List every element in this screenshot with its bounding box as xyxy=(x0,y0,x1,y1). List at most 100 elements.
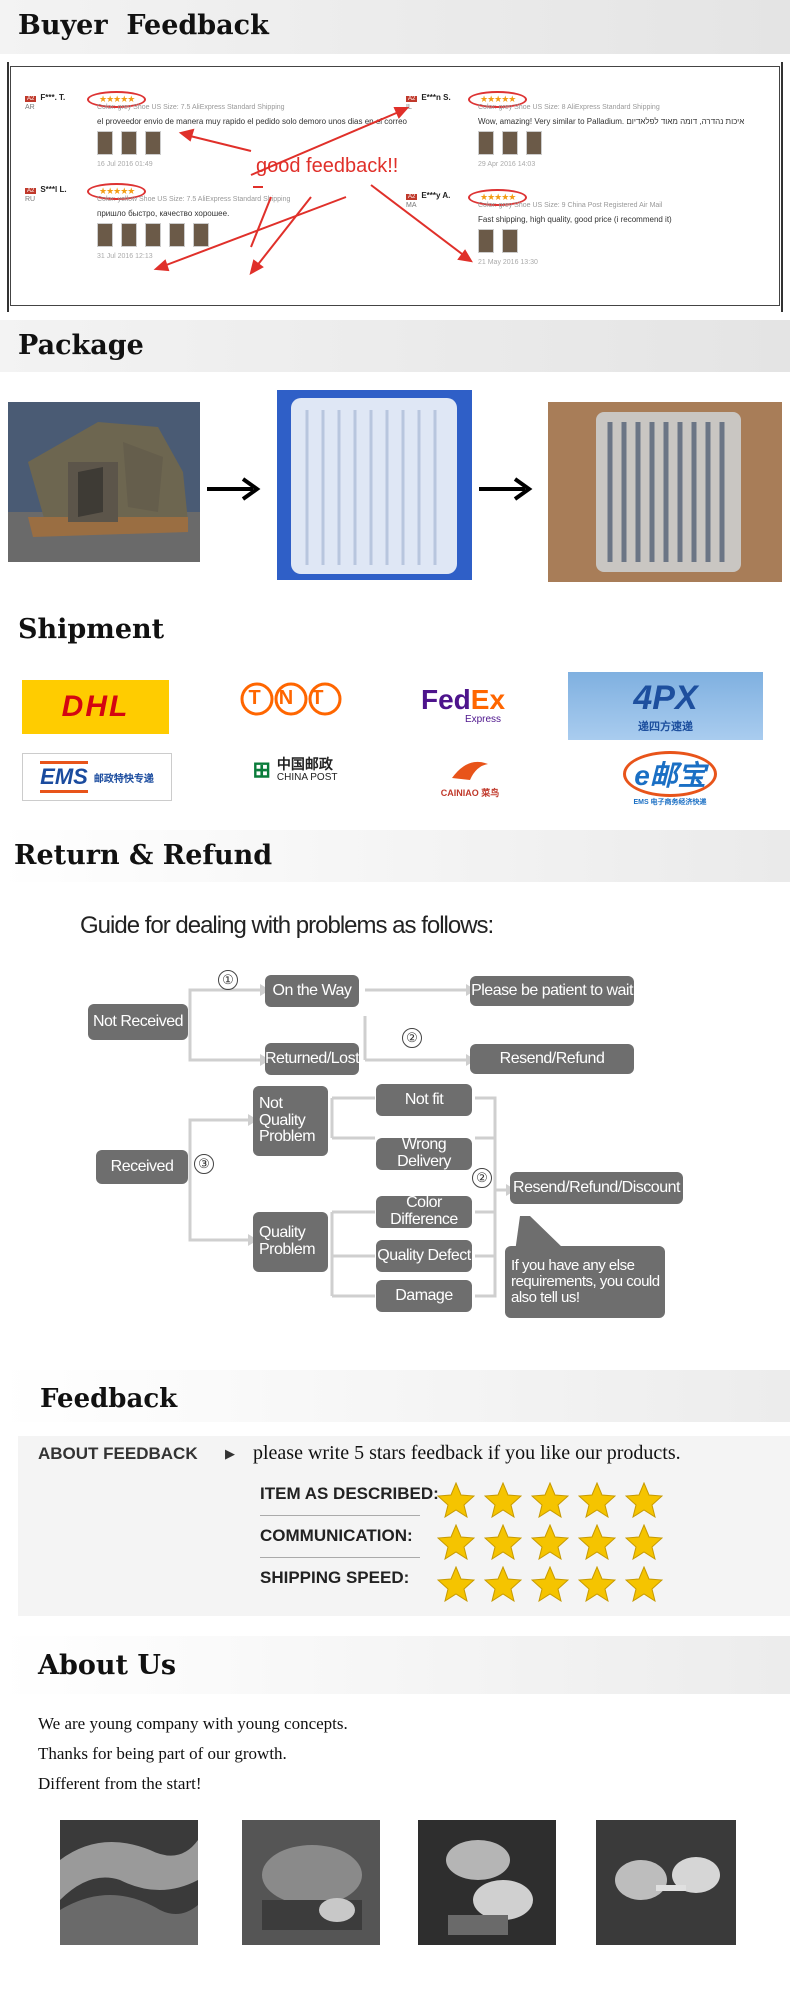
review-photo[interactable] xyxy=(121,223,137,247)
review-badge: A2 xyxy=(25,188,37,194)
review-badge: A2 xyxy=(406,96,418,102)
review-text: пришло быстро, качество хорошее. xyxy=(97,209,230,218)
please-wait-box: Please be patient to wait xyxy=(470,976,634,1006)
resend-refund-discount-box: Resend/Refund/Discount xyxy=(510,1172,683,1204)
review-photo[interactable] xyxy=(526,131,542,155)
wrong-delivery-box: Wrong Delivery xyxy=(376,1136,472,1170)
review-photo[interactable] xyxy=(502,131,518,155)
craft-photo-2 xyxy=(418,1820,556,1945)
about-us-header: About Us xyxy=(0,1636,790,1694)
review-photo[interactable] xyxy=(478,131,494,155)
china-post-logo: ⊞ 中国邮政 CHINA POST xyxy=(240,752,350,788)
cainiao-bird-icon xyxy=(452,761,488,780)
4px-logo-text: 4PX xyxy=(633,678,698,717)
eyoubao-logo: e邮宝 EMS 电子商务经济快递 xyxy=(610,750,730,808)
ems-logo-text: EMS xyxy=(40,761,88,793)
color-difference-box: Color Difference xyxy=(376,1194,472,1228)
star-icon xyxy=(531,1566,569,1602)
review-date: 29 Apr 2016 14:03 xyxy=(478,161,536,168)
review-photos xyxy=(97,223,209,247)
good-feedback-label: good feedback!! xyxy=(256,155,399,177)
section-title: Feedback xyxy=(40,1384,178,1414)
4px-sub-text: 递四方速递 xyxy=(638,720,693,733)
resend-refund-box: Resend/Refund xyxy=(470,1044,634,1074)
not-received-box: Not Received xyxy=(88,1004,188,1040)
star-icon xyxy=(578,1566,616,1602)
rating-label: SHIPPING SPEED: xyxy=(260,1568,410,1587)
arrow-right-icon xyxy=(479,477,533,501)
star-icon xyxy=(625,1482,663,1518)
review-photo[interactable] xyxy=(193,223,209,247)
review-photo[interactable] xyxy=(145,223,161,247)
returned-lost-box: Returned/Lost xyxy=(265,1043,360,1075)
guide-title: Guide for dealing with problems as follo… xyxy=(80,912,494,939)
shipment-header: Shipment xyxy=(0,604,790,656)
star-icon xyxy=(437,1482,475,1518)
arrow-right-icon xyxy=(207,477,261,501)
review-date: 21 May 2016 13:30 xyxy=(478,259,538,266)
review-stars: ★★★★★ xyxy=(468,91,528,108)
review-photos xyxy=(478,131,542,155)
review-photo[interactable] xyxy=(145,131,161,155)
review-date: 16 Jul 2016 01:49 xyxy=(97,161,153,168)
cainiao-text: CAINIAO 菜鸟 xyxy=(440,787,500,798)
star-icon xyxy=(437,1566,475,1602)
star-icon xyxy=(578,1482,616,1518)
review-photo[interactable] xyxy=(169,223,185,247)
step-3-marker: ③ xyxy=(194,1154,214,1174)
review-photo[interactable] xyxy=(121,131,137,155)
reviewer-country: MA xyxy=(406,202,417,209)
feedback-header: Feedback xyxy=(0,1370,790,1422)
review-photo[interactable] xyxy=(97,131,113,155)
leather-photo xyxy=(60,1820,198,1945)
review-photos xyxy=(97,131,161,155)
review-photo[interactable] xyxy=(97,223,113,247)
about-line: We are young company with young concepts… xyxy=(38,1714,348,1733)
reviewer-name: E***y A. xyxy=(421,191,451,200)
step-2-marker: ② xyxy=(472,1168,492,1188)
reviewer-name: E***n S. xyxy=(421,93,451,102)
quality-problem-box: Quality Problem xyxy=(253,1212,328,1272)
star-icon xyxy=(625,1524,663,1560)
not-quality-problem-box: Not Quality Problem xyxy=(253,1086,328,1156)
craft-photo-3 xyxy=(596,1820,736,1945)
fedex-sub-text: Express xyxy=(464,713,502,725)
reviewer-country: RU xyxy=(25,196,36,203)
about-feedback-label: ABOUT FEEDBACK xyxy=(38,1444,198,1463)
about-line: Thanks for being part of our growth. xyxy=(38,1744,287,1763)
review-photo[interactable] xyxy=(478,229,494,253)
feedback-request-text: please write 5 stars feedback if you lik… xyxy=(253,1442,681,1464)
about-line: Different from the start! xyxy=(38,1774,202,1793)
fedex-fed-text: Fed xyxy=(420,683,471,715)
review-date: 31 Jul 2016 12:13 xyxy=(97,253,153,260)
star-icon xyxy=(531,1482,569,1518)
buyer-feedback-header: Buyer Feedback xyxy=(0,0,790,54)
review-stars: ★★★★★ xyxy=(468,189,528,206)
review-text: el proveedor envio de manera muy rapido … xyxy=(97,117,407,126)
cainiao-logo: CAINIAO 菜鸟 xyxy=(430,750,510,804)
craft-photo-1 xyxy=(242,1820,380,1945)
review-photo[interactable] xyxy=(502,229,518,253)
china-post-en: CHINA POST xyxy=(276,772,338,784)
review-badge: A2 xyxy=(25,96,37,102)
return-refund-header: Return & Refund xyxy=(0,830,790,882)
review-text: Wow, amazing! Very similar to Palladium.… xyxy=(478,117,745,126)
review-stars: ★★★★★ xyxy=(87,91,147,108)
divider xyxy=(260,1557,420,1558)
other-requirements-box: If you have any else requirements, you c… xyxy=(505,1246,665,1318)
review-badge: A2 xyxy=(406,194,418,200)
damage-box: Damage xyxy=(376,1280,472,1312)
feedback-panel xyxy=(18,1436,790,1616)
divider xyxy=(260,1515,420,1516)
reviewer-name: F***. T. xyxy=(40,93,66,102)
star-icon xyxy=(437,1524,475,1560)
section-title: Shipment xyxy=(18,614,165,645)
review-meta: Color: grey Shoe US Size: 8 AliExpress S… xyxy=(478,104,660,111)
section-title: Package xyxy=(18,330,144,361)
section-title: About Us xyxy=(38,1650,177,1681)
rating-label: ITEM AS DESCRIBED: xyxy=(260,1484,439,1503)
tnt-logo-text: TNT xyxy=(248,687,342,709)
ems-sub-text: 邮政特快专递 xyxy=(93,773,154,785)
